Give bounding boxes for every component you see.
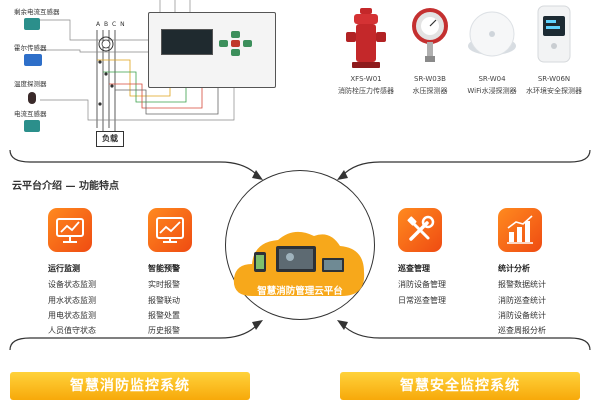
monitoring-device <box>148 12 276 88</box>
fire-hydrant-icon <box>346 8 386 68</box>
group-item: 报警联动 <box>148 296 180 305</box>
group-item: 实时报警 <box>148 280 180 289</box>
fire-monitoring-banner: 智慧消防监控系统 <box>10 372 250 400</box>
group-item: 报警处置 <box>148 311 180 320</box>
group-item: 设备状态监测 <box>48 280 96 289</box>
water-env-detector-icon <box>537 5 571 63</box>
product-model: SR-W03B <box>414 75 446 83</box>
product-pressure-detector: SR-W03B 水压探测器 <box>384 0 476 95</box>
current-transformer-icon <box>24 18 40 30</box>
tools-icon <box>398 208 442 252</box>
product-name: WiFi水浸探测器 <box>467 87 517 95</box>
group-item: 人员值守状态 <box>48 326 96 335</box>
section-title: 云平台介绍 — 功能特点 <box>12 181 119 192</box>
monitor-icon <box>48 208 92 252</box>
bar-chart-icon <box>498 208 542 252</box>
cloud-platform-label: 智慧消防管理云平台 <box>257 286 343 297</box>
cloud-icon <box>233 231 365 296</box>
group-item: 报警数据统计 <box>498 280 546 289</box>
pressure-gauge-icon <box>412 8 448 62</box>
sensor-label-residual-ct: 剩余电流互感器 <box>14 8 60 16</box>
product-model: XFS-W01 <box>350 75 382 83</box>
load-box: 负载 <box>96 131 124 147</box>
group-item: 消防设备管理 <box>398 280 446 289</box>
product-model: SR-W04 <box>478 75 506 83</box>
group-item: 消防巡查统计 <box>498 296 546 305</box>
group-title-inspection: 巡查管理 <box>398 264 430 273</box>
safety-monitoring-banner: 智慧安全监控系统 <box>340 372 580 400</box>
sensor-label-hall: 霍尔传感器 <box>14 44 47 52</box>
sensor-label-ct: 电流互感器 <box>14 110 47 118</box>
product-model: SR-W06N <box>537 75 571 83</box>
hall-sensor-icon <box>24 54 42 66</box>
group-item: 消防设备统计 <box>498 311 546 320</box>
device-keypad <box>219 31 253 57</box>
current-transformer-icon <box>24 120 40 132</box>
product-name: 消防栓压力传感器 <box>338 87 394 95</box>
product-name: 水压探测器 <box>412 87 448 95</box>
phase-labels: A B C N <box>96 21 126 28</box>
water-leak-sensor-icon <box>468 11 516 57</box>
group-title-operation: 运行监测 <box>48 264 80 273</box>
alert-chart-icon <box>148 208 192 252</box>
group-item: 历史报警 <box>148 326 180 335</box>
sensor-label-temperature: 温度探测器 <box>14 80 47 88</box>
group-item: 用电状态监测 <box>48 311 96 320</box>
product-fire-hydrant: XFS-W01 消防栓压力传感器 <box>320 0 412 95</box>
group-item: 日常巡查管理 <box>398 296 446 305</box>
group-title-alert: 智能预警 <box>148 264 180 273</box>
group-title-statistics: 统计分析 <box>498 264 530 273</box>
device-screen <box>161 29 213 55</box>
wiring-lines <box>40 0 235 131</box>
product-name: 水环境安全探测器 <box>526 87 582 95</box>
product-water-env-detector: SR-W06N 水环境安全探测器 <box>508 0 600 95</box>
temperature-probe-icon <box>28 92 36 104</box>
group-item: 用水状态监测 <box>48 296 96 305</box>
product-wifi-water-leak: SR-W04 WiFi水浸探测器 <box>446 0 538 95</box>
group-item: 巡查周报分析 <box>498 326 546 335</box>
